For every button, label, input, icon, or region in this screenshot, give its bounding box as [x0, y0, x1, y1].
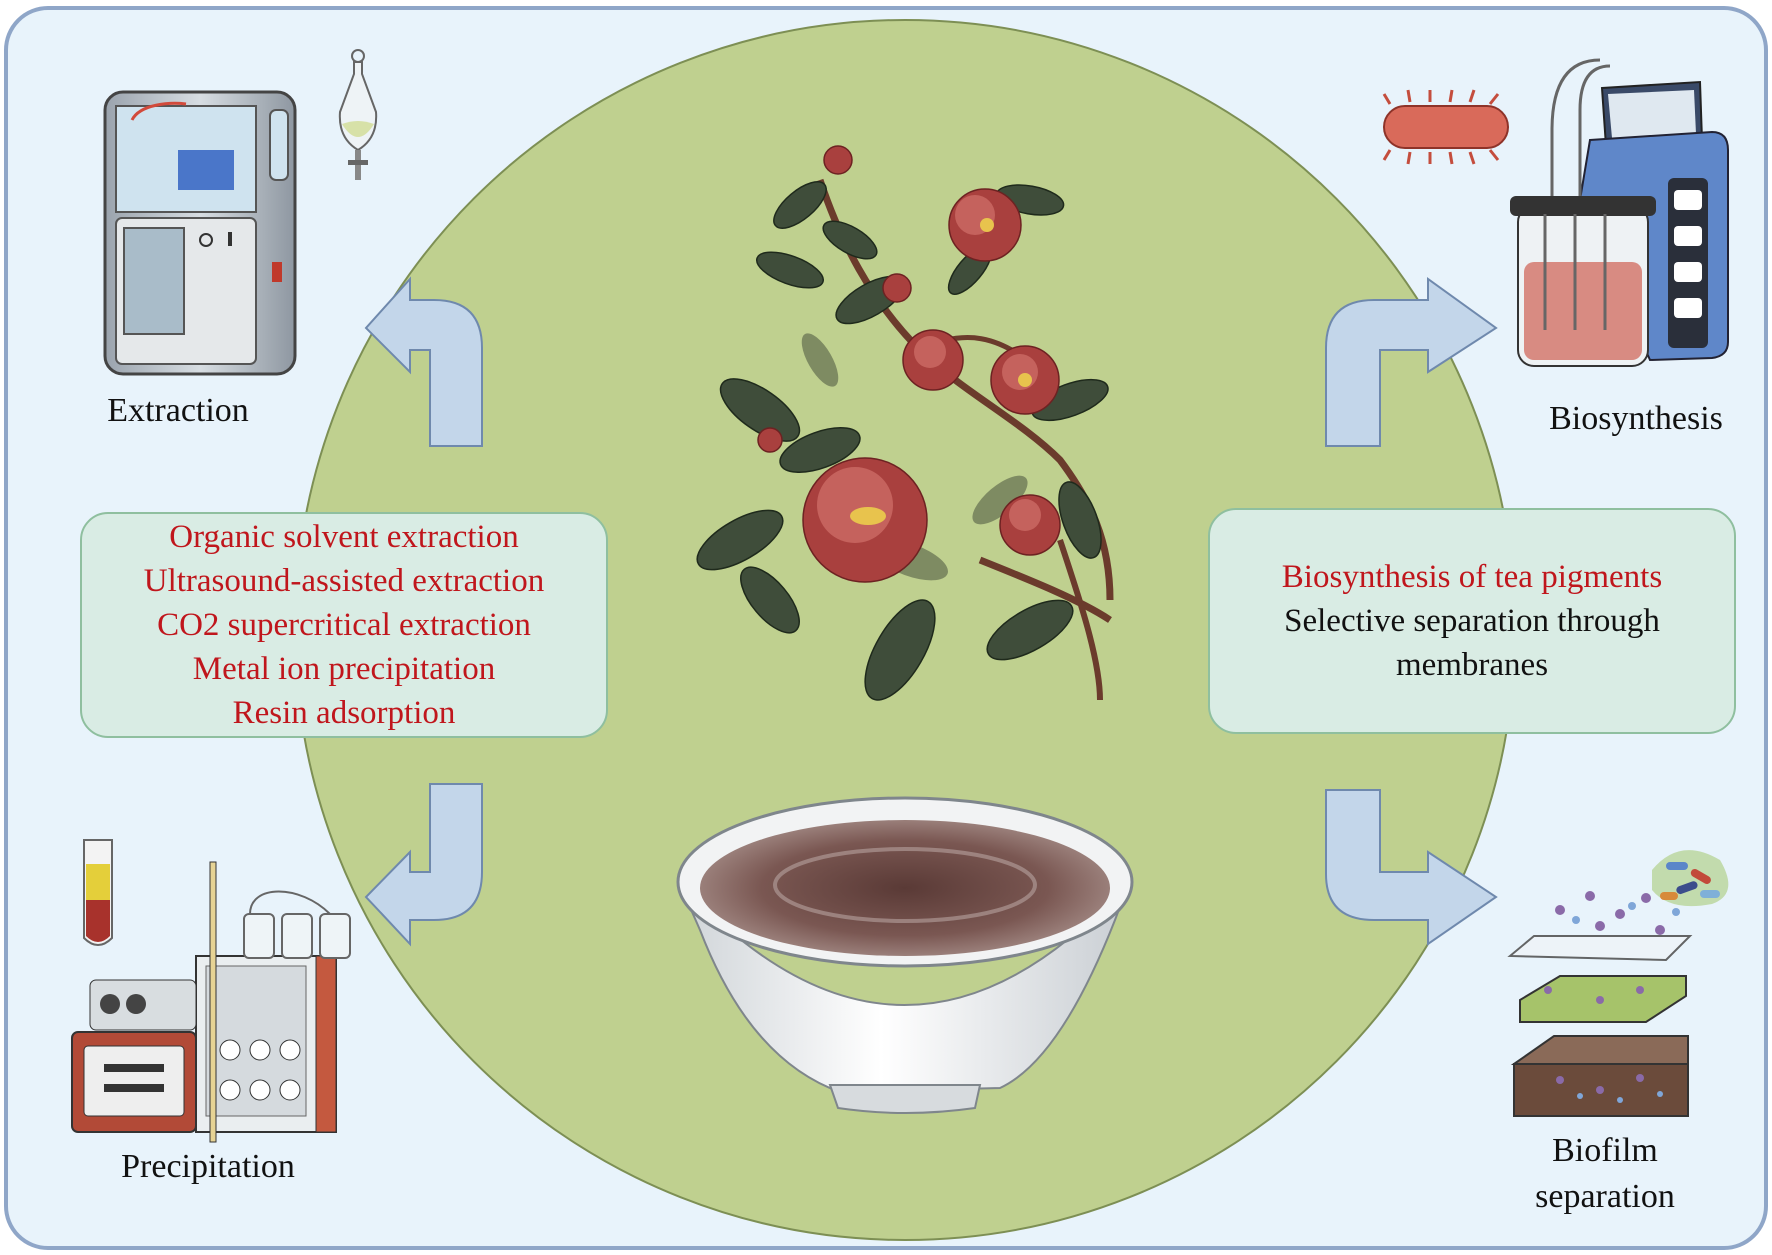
- method-co2-supercritical-extraction: CO2 supercritical extraction: [157, 607, 531, 643]
- label-biosynthesis: Biosynthesis: [1549, 400, 1723, 437]
- arrow-to-biosynthesis: [1325, 277, 1498, 447]
- method-organic-solvent-extraction: Organic solvent extraction: [169, 519, 519, 555]
- method-metal-ion-precipitation: Metal ion precipitation: [192, 651, 496, 687]
- label-precipitation: Precipitation: [121, 1148, 295, 1185]
- label-biofilm-line1: Biofilm: [1552, 1132, 1658, 1169]
- extraction-methods-box: Organic solvent extraction Ultrasound-as…: [80, 512, 608, 738]
- test-tube-icon: [83, 839, 113, 946]
- method-selective-separation-line1: Selective separation through: [1284, 603, 1660, 639]
- chromatography-system-icon: [71, 861, 351, 1143]
- method-resin-adsorption: Resin adsorption: [232, 695, 456, 731]
- molecule-cluster-icon: [1652, 850, 1729, 907]
- separatory-funnel-icon: [338, 49, 378, 180]
- arrow-to-precipitation: [364, 783, 483, 947]
- method-biosynthesis-tea-pigments: Biosynthesis of tea pigments: [1281, 559, 1663, 595]
- extraction-machine-icon: [103, 90, 297, 376]
- tea-bowl-icon: [676, 796, 1134, 1114]
- method-ultrasound-assisted-extraction: Ultrasound-assisted extraction: [143, 563, 545, 599]
- bacterium-icon: [1382, 89, 1509, 165]
- membrane-layers-icon: [1507, 891, 1693, 1117]
- camellia-branch-icon: [696, 145, 1114, 701]
- arrow-to-biofilm-separation: [1325, 789, 1498, 946]
- biosynthesis-methods-box: Biosynthesis of tea pigments Selective s…: [1208, 508, 1736, 734]
- label-biofilm-separation: Biofilm separation: [1510, 1128, 1700, 1220]
- label-biofilm-line2: separation: [1535, 1178, 1675, 1215]
- label-extraction: Extraction: [107, 392, 249, 429]
- bioreactor-icon: [1510, 58, 1729, 367]
- method-selective-separation-line2: membranes: [1395, 647, 1549, 683]
- arrow-to-extraction: [364, 276, 483, 447]
